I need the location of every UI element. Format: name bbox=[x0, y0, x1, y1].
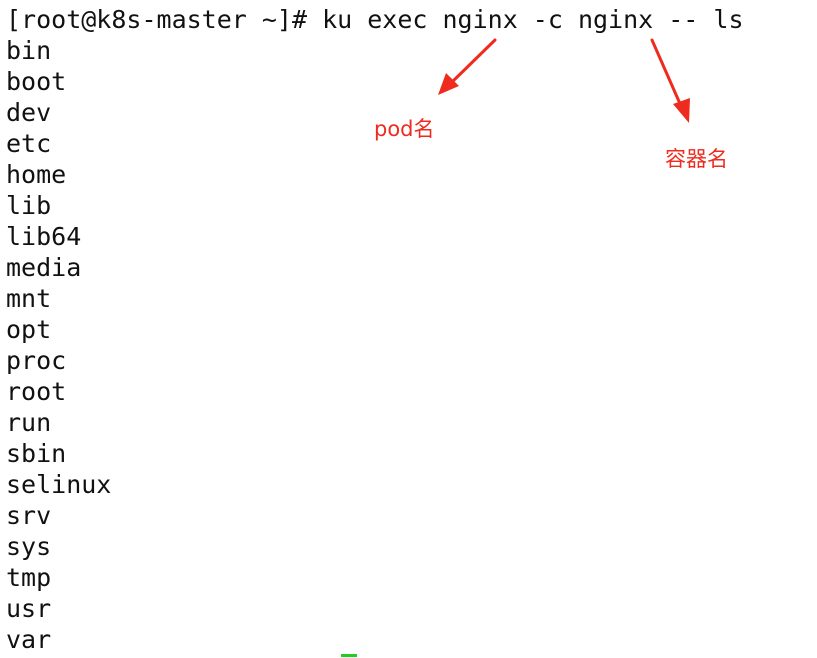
container-name-annotation: 容器名 bbox=[665, 147, 728, 171]
output-line-opt: opt bbox=[6, 315, 52, 344]
pod-name-annotation: pod名 bbox=[374, 117, 435, 141]
command-prompt-line: [root@k8s-master ~]# ku exec nginx -c ng… bbox=[6, 5, 744, 34]
output-line-home: home bbox=[6, 160, 67, 189]
output-line-media: media bbox=[6, 253, 82, 282]
output-line-etc: etc bbox=[6, 129, 52, 158]
output-line-mnt: mnt bbox=[6, 284, 52, 313]
output-line-run: run bbox=[6, 408, 52, 437]
output-line-selinux: selinux bbox=[6, 470, 112, 499]
output-line-usr: usr bbox=[6, 594, 52, 623]
terminal-cursor bbox=[341, 654, 357, 657]
output-line-lib: lib bbox=[6, 191, 52, 220]
output-line-tmp: tmp bbox=[6, 563, 52, 592]
output-line-proc: proc bbox=[6, 346, 67, 375]
output-line-root: root bbox=[6, 377, 67, 406]
output-line-sbin: sbin bbox=[6, 439, 67, 468]
output-line-boot: boot bbox=[6, 67, 67, 96]
output-line-bin: bin bbox=[6, 36, 52, 65]
output-line-sys: sys bbox=[6, 532, 52, 561]
output-line-var: var bbox=[6, 625, 52, 654]
output-line-srv: srv bbox=[6, 501, 52, 530]
output-line-dev: dev bbox=[6, 98, 52, 127]
output-line-lib64: lib64 bbox=[6, 222, 82, 251]
